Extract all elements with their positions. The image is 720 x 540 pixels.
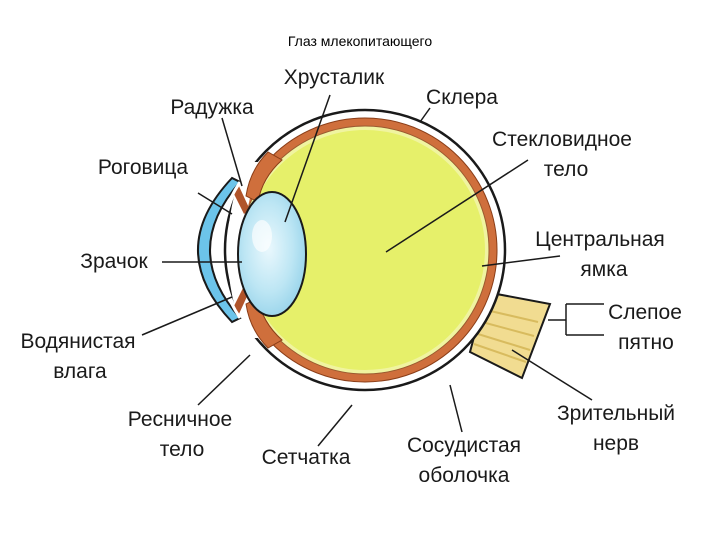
optic-nerve-shading bbox=[473, 309, 539, 363]
cornea bbox=[197, 176, 242, 324]
label-optic-nerve-2: нерв bbox=[593, 432, 639, 455]
label-vitreous-1: Стекловидное bbox=[492, 128, 632, 151]
vitreous-body bbox=[245, 130, 485, 370]
label-iris: Радужка bbox=[170, 96, 254, 119]
label-ciliary-1: Ресничное bbox=[128, 408, 233, 431]
label-cornea: Роговица bbox=[98, 156, 189, 179]
label-optic-nerve-1: Зрительный bbox=[557, 402, 675, 425]
label-choroid-2: оболочка bbox=[419, 464, 510, 487]
diagram-title: Глаз млекопитающего bbox=[287, 33, 433, 49]
label-fovea-2: ямка bbox=[580, 258, 627, 281]
leader-lines bbox=[141, 94, 604, 447]
label-pupil: Зрачок bbox=[80, 250, 148, 273]
label-ciliary-2: тело bbox=[160, 438, 205, 461]
label-sclera: Склера bbox=[426, 86, 498, 109]
label-aqueous-2: влага bbox=[53, 360, 107, 383]
iris-top bbox=[232, 184, 250, 214]
label-blind-spot-1: Слепое bbox=[608, 301, 682, 324]
label-lens: Хрусталик bbox=[284, 66, 385, 89]
label-choroid-1: Сосудистая bbox=[407, 434, 521, 457]
label-blind-spot-2: пятно bbox=[618, 331, 674, 354]
anterior-chamber bbox=[227, 162, 262, 338]
lens bbox=[237, 191, 307, 317]
label-retina: Сетчатка bbox=[262, 446, 351, 469]
label-vitreous-2: тело bbox=[544, 158, 589, 181]
label-fovea-1: Центральная bbox=[535, 228, 665, 251]
label-aqueous-1: Водянистая bbox=[20, 330, 135, 353]
